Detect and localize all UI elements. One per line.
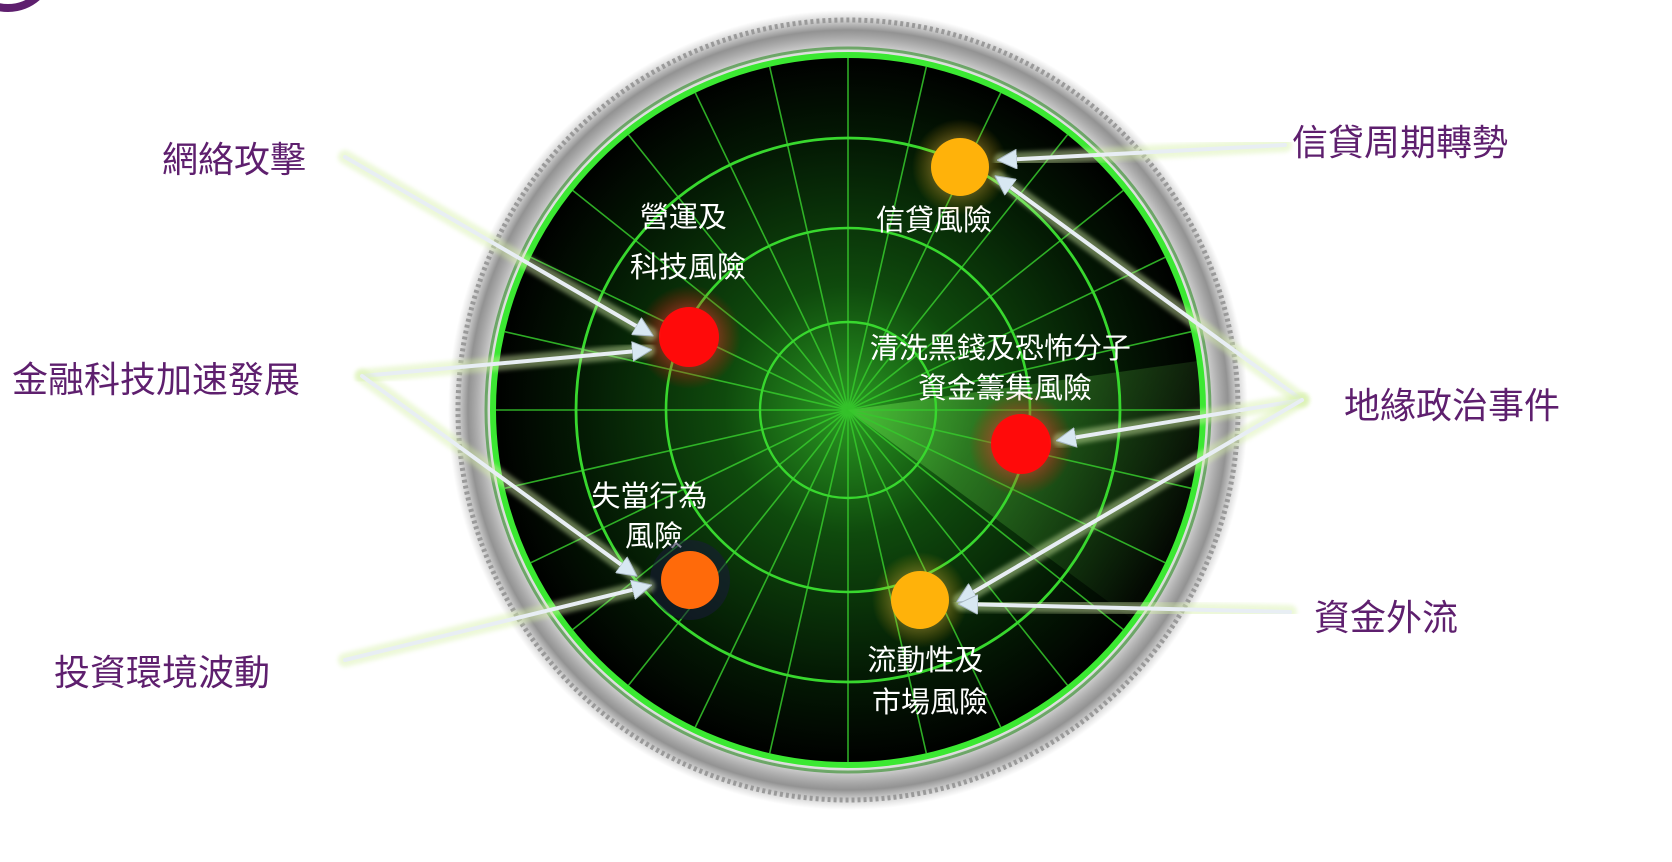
radar-radial-line [847, 409, 1069, 686]
arrow-geopolitics-to-aml [1053, 393, 1309, 440]
factor-label-fintech: 金融科技加速發展 [12, 360, 300, 401]
radar-radial-line [627, 134, 849, 411]
risk-label-conduct: 失當行為 風險 [591, 479, 716, 553]
radar-radial-line [847, 189, 1124, 411]
radar-radial-line [768, 66, 849, 411]
factor-label-cyber: 網絡攻擊 [162, 140, 306, 181]
arrow-fintech-to-conduct [355, 369, 641, 581]
arrow-fintech-to-operational [355, 350, 655, 383]
risk-label-liquidity: 流動性及 市場風險 [867, 643, 992, 719]
risk-dot-operational [659, 307, 719, 367]
factor-label-outflow: 資金外流 [1314, 598, 1458, 639]
arrow-investment-to-conduct [338, 579, 655, 667]
radar-radial-line [627, 409, 849, 686]
radar-radial-line [847, 66, 928, 411]
radar-radial-line [694, 92, 849, 411]
radar-radial-line [847, 409, 1124, 631]
radar-radial-line [694, 409, 849, 728]
radar-radial-line [504, 409, 849, 490]
factor-label-geopolitics: 地緣政治事件 [1344, 386, 1560, 427]
risk-dot-credit [931, 138, 989, 196]
radar-display [448, 10, 1248, 810]
radar-radial-line [768, 409, 849, 754]
arrow-credit-cycle-to-credit [994, 138, 1292, 160]
arrow-cyber-to-operational [338, 150, 657, 341]
radar-radial-line [847, 256, 1166, 411]
risk-dot-liquidity [891, 571, 949, 629]
factor-label-investment: 投資環境波動 [54, 653, 270, 694]
arrow-outflow-to-liquidity [955, 604, 1297, 619]
radar-radial-line [847, 330, 1192, 411]
arrow-geopolitics-to-credit [991, 171, 1309, 407]
radar-ring-3 [574, 136, 1122, 684]
corner-badge [0, 0, 40, 12]
radar-radial-line [847, 134, 1069, 411]
arrow-geopolitics-to-liquidity [953, 393, 1309, 607]
risk-label-operational: 營運及 科技風險 [630, 200, 746, 284]
risk-dot-conduct [661, 551, 719, 609]
factor-label-credit-cycle: 信貸周期轉勢 [1292, 123, 1508, 164]
risk-dot-aml [991, 414, 1051, 474]
radar-ring-1 [758, 320, 938, 500]
